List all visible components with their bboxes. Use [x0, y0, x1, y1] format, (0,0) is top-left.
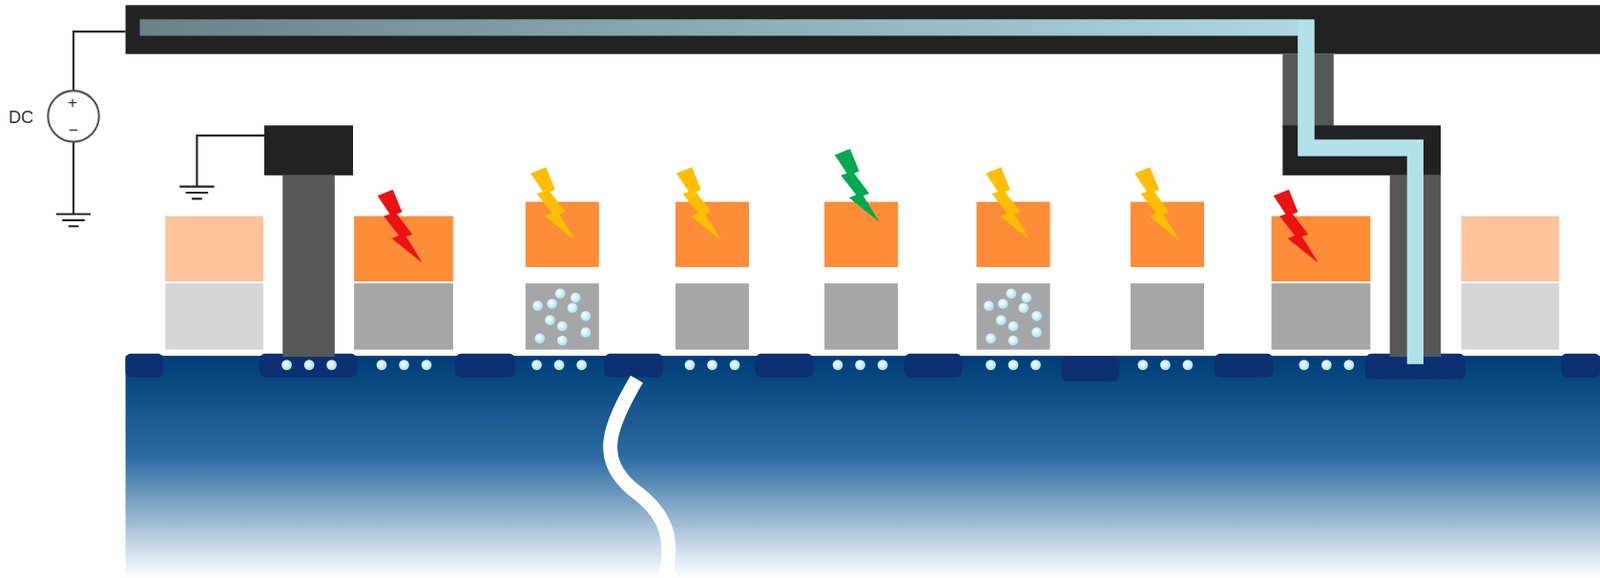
- charge-dot: [1298, 359, 1310, 371]
- charge-dot: [1344, 359, 1355, 371]
- doped-wells: [125, 353, 1600, 382]
- charge-dot: [877, 359, 889, 371]
- bubble: [1008, 335, 1019, 347]
- bubble: [570, 292, 582, 304]
- charge-dots: [281, 359, 1354, 371]
- charge-dot: [685, 359, 696, 371]
- charge-dot: [706, 359, 718, 371]
- charge-dot: [1030, 359, 1041, 371]
- bubble: [555, 288, 566, 299]
- source-label: DC: [8, 108, 34, 126]
- bubble: [581, 311, 592, 322]
- charge-dot: [1183, 359, 1194, 371]
- bubble: [1021, 292, 1033, 304]
- charge-dot: [376, 359, 388, 371]
- charge-dot: [531, 359, 542, 371]
- charge-dot: [281, 359, 292, 371]
- charge-dot: [985, 359, 997, 371]
- charge-dot: [832, 359, 844, 371]
- ground-wire: [196, 135, 265, 187]
- charge-dot: [326, 359, 337, 371]
- bubble: [1008, 321, 1019, 333]
- charge-dot: [1138, 359, 1149, 371]
- left-pillar: [282, 175, 335, 357]
- charge-dot: [1160, 359, 1171, 371]
- bubble: [983, 300, 995, 312]
- bubble: [557, 335, 568, 347]
- bubble: [1018, 302, 1029, 313]
- bubble: [985, 332, 997, 344]
- pixels: [165, 202, 1559, 351]
- charge-dot: [1008, 359, 1019, 371]
- left-pad: [264, 124, 354, 175]
- bubble: [1031, 311, 1042, 322]
- crack: [610, 379, 669, 578]
- polarity-sign: +: [67, 94, 78, 111]
- charge-dot: [554, 359, 565, 371]
- bubble: [557, 321, 568, 333]
- bubble: [534, 332, 545, 344]
- bubble: [532, 300, 543, 312]
- charge-dot: [729, 359, 741, 371]
- ground-symbol: [56, 213, 91, 227]
- charge-dot: [304, 359, 315, 371]
- bubble: [997, 298, 1009, 310]
- dc-source-symbol: [47, 90, 99, 142]
- charge-dot: [421, 359, 433, 371]
- polarity-sign: −: [68, 122, 79, 139]
- bubble: [544, 314, 556, 326]
- charge-dot: [1321, 359, 1332, 371]
- conductor-path: [140, 27, 1416, 365]
- substrate: [125, 355, 1600, 578]
- ground-symbol: [179, 187, 214, 200]
- bubble: [996, 314, 1007, 326]
- trapped-charge: [532, 288, 1042, 346]
- bubble: [1006, 288, 1018, 299]
- bubble: [546, 298, 558, 310]
- bubble: [581, 327, 592, 338]
- bubble: [567, 302, 579, 313]
- bubble: [1031, 327, 1042, 338]
- charge-dot: [398, 359, 410, 371]
- charge-dot: [576, 359, 587, 371]
- light-bolts: [377, 148, 1319, 264]
- charge-dot: [854, 359, 866, 371]
